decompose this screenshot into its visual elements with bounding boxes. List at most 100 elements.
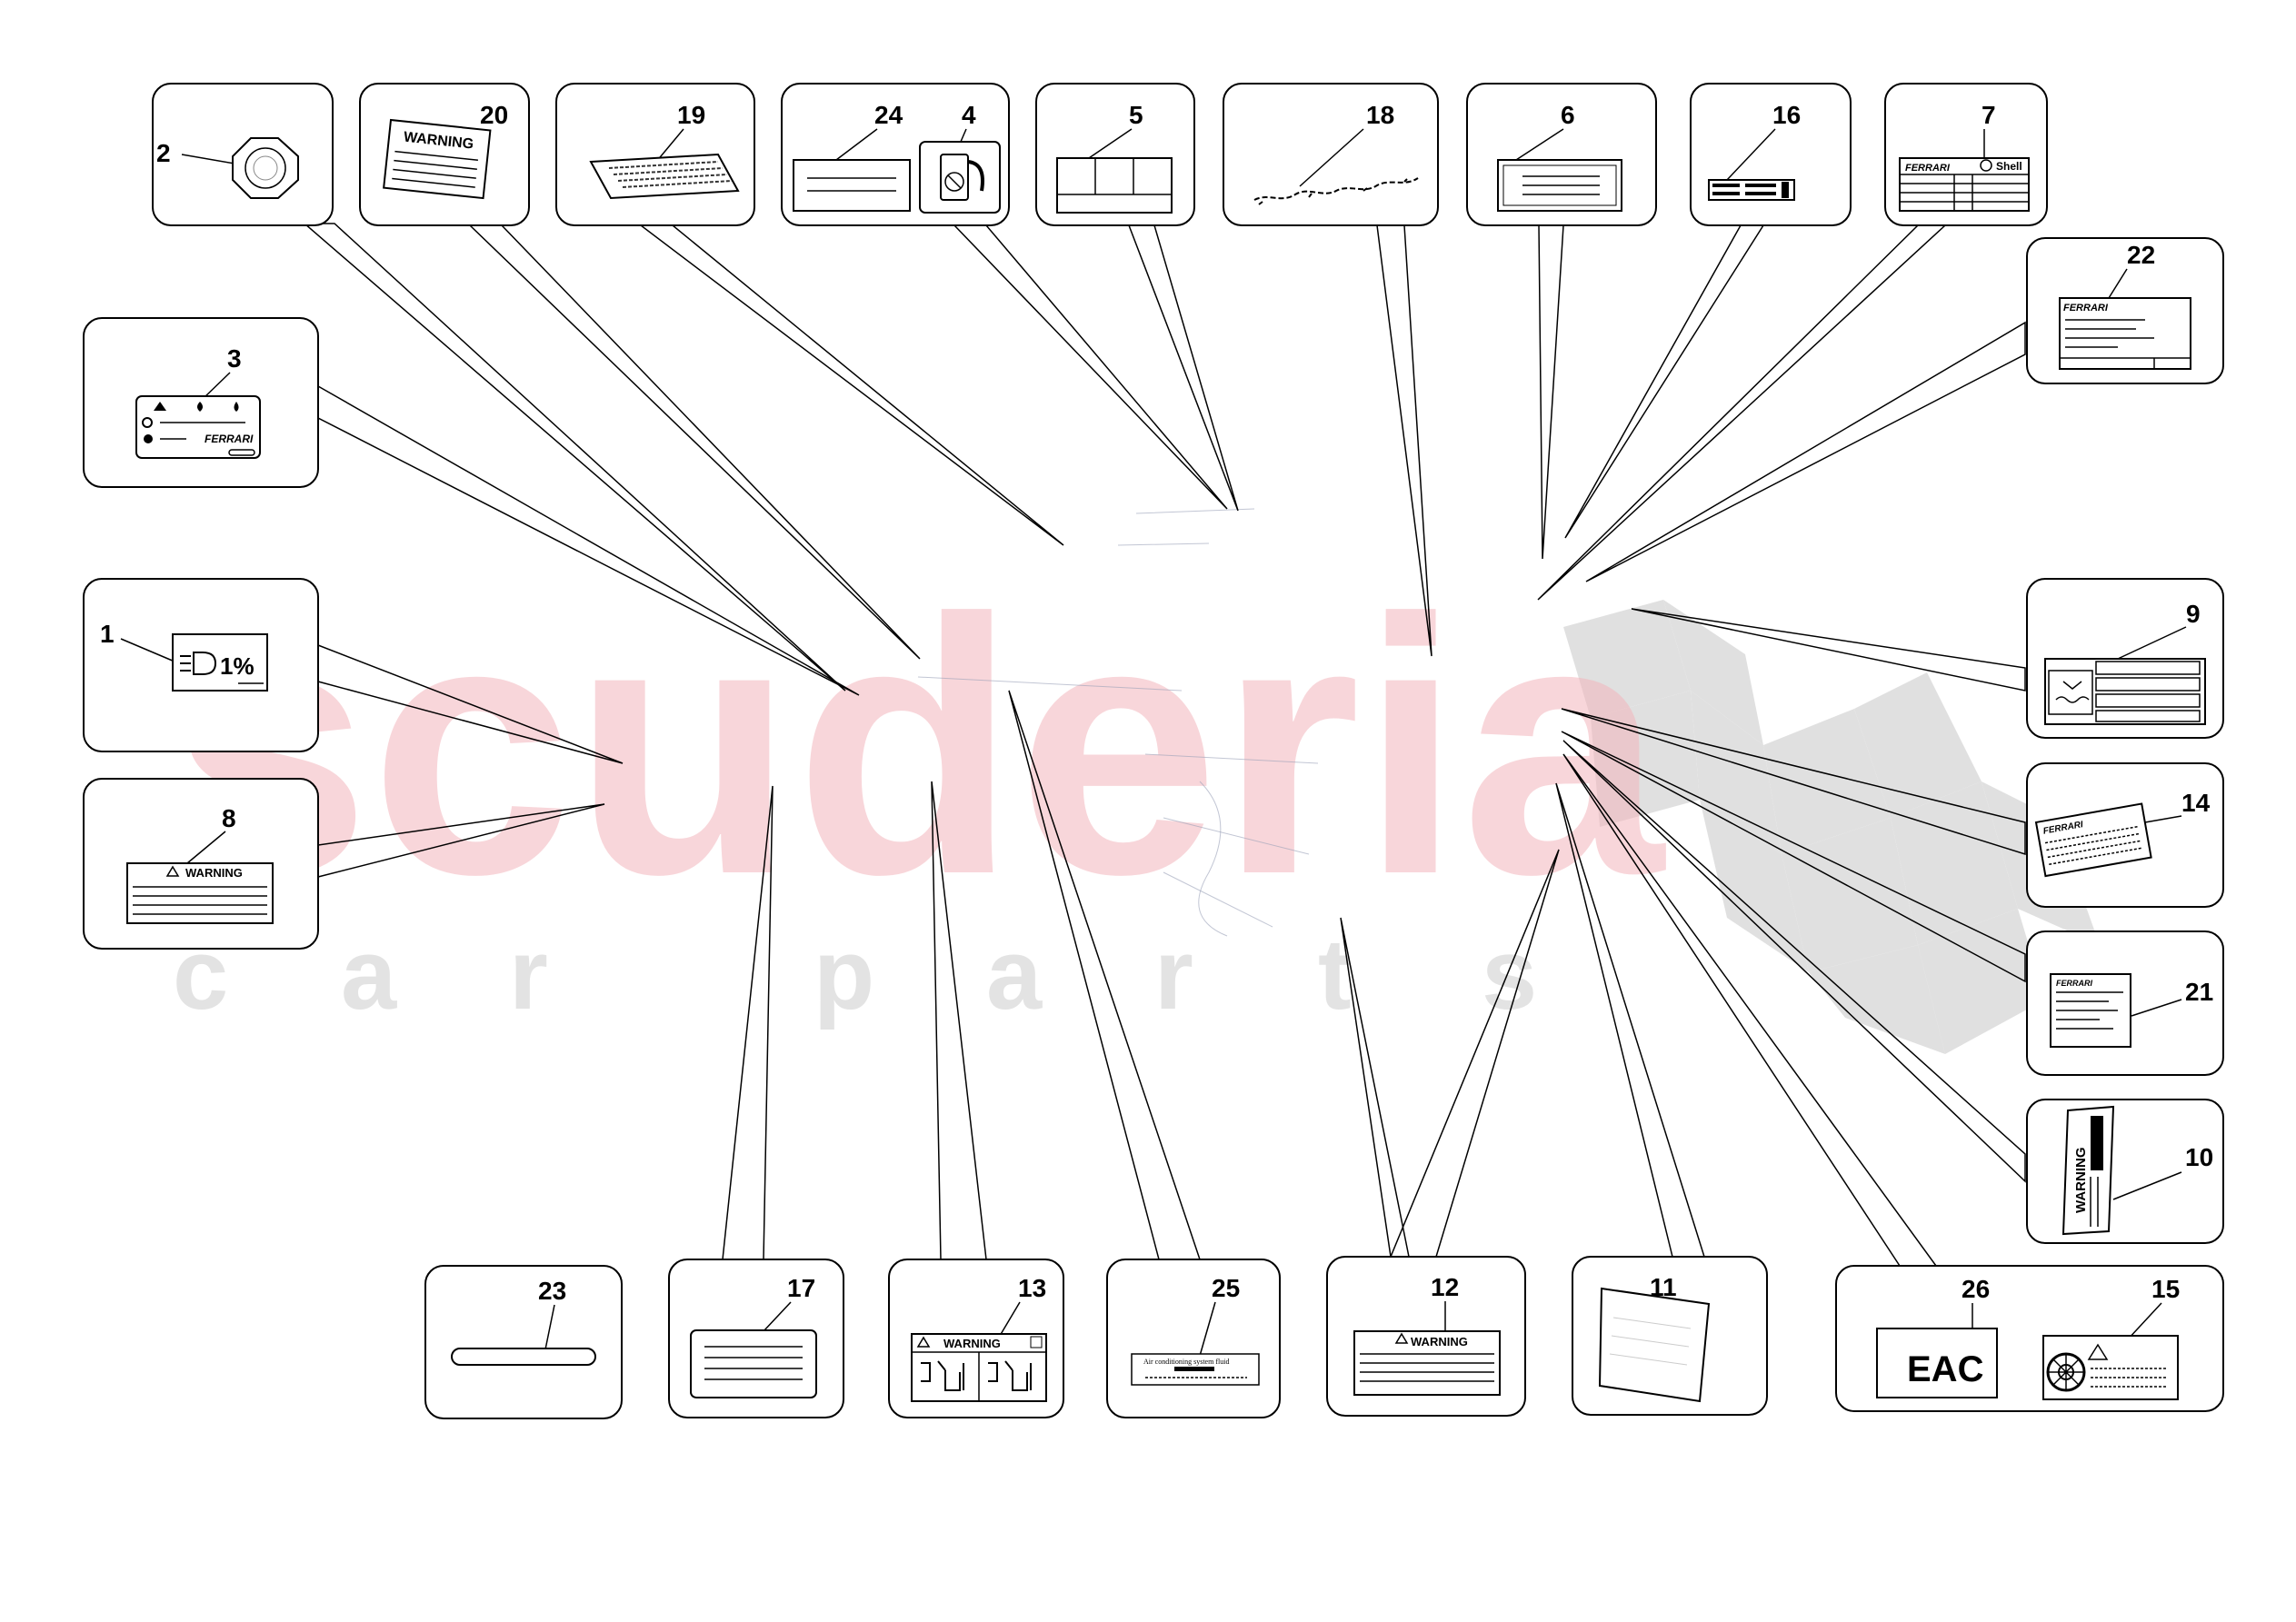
callout-number: 13: [1018, 1274, 1046, 1302]
callout-number: 6: [1561, 101, 1575, 129]
callout-number: 5: [1129, 101, 1143, 129]
callout-number: 4: [962, 101, 976, 129]
watermark-letter: p: [814, 919, 874, 1030]
warning-text: WARNING: [2073, 1148, 2089, 1214]
callout-24-4[interactable]: 24 4: [781, 83, 1010, 226]
callout-number: 16: [1772, 101, 1801, 129]
callout-number: 10: [2185, 1143, 2213, 1171]
panel-label-icon: [1056, 157, 1173, 214]
callout-number: 12: [1431, 1273, 1459, 1301]
callout-6[interactable]: 6: [1466, 83, 1657, 226]
ac-fluid-text: Air conditioning system fluid: [1143, 1358, 1229, 1366]
watermark-letter: a: [986, 919, 1043, 1030]
callout-22[interactable]: 22 FERRARI: [2026, 237, 2224, 384]
warning-text: WARNING: [943, 1337, 1001, 1350]
ferrari-card-icon: FERRARI: [2034, 802, 2152, 878]
ferrari-tools-label-icon: FERRARI: [135, 395, 261, 459]
callout-14[interactable]: 14 FERRARI: [2026, 762, 2224, 908]
barcode-strip-icon: [1708, 179, 1795, 201]
callout-5[interactable]: 5: [1035, 83, 1195, 226]
ferrari-logo-text: FERRARI: [205, 433, 254, 445]
fuel-info-sheet-icon: [589, 153, 740, 200]
callout-20[interactable]: 20 WARNING: [359, 83, 530, 226]
fuel-pump-icon: [919, 141, 1001, 214]
watermark-letter: t: [1318, 919, 1352, 1030]
callout-18[interactable]: 18: [1223, 83, 1439, 226]
callout-number: 15: [2151, 1275, 2180, 1303]
callout-number: 18: [1366, 101, 1394, 129]
leader-16: [1564, 224, 1765, 539]
callout-17[interactable]: 17: [668, 1259, 844, 1418]
leader-5: [1127, 224, 1239, 512]
callout-10[interactable]: 10 WARNING: [2026, 1099, 2224, 1244]
callout-number: 22: [2127, 241, 2155, 269]
text-label-icon: [1497, 159, 1622, 212]
leader-6: [1538, 224, 1564, 560]
callout-2[interactable]: 2: [152, 83, 334, 226]
callout-16[interactable]: 16: [1690, 83, 1852, 226]
vehicle-outline-ghost: [917, 508, 1319, 937]
leader-12b: [1340, 917, 1410, 1258]
cap-label-octagon-icon: [232, 137, 299, 199]
callout-number: 9: [2186, 600, 2201, 628]
callout-number: 20: [480, 101, 508, 129]
callout-3[interactable]: 3 FERRARI: [83, 317, 319, 488]
callout-26-15[interactable]: 26 15 EAC: [1835, 1265, 2224, 1412]
watermark-carparts: c a r p a r t s: [173, 919, 1537, 1030]
ferrari-logo-text: FERRARI: [1905, 163, 1951, 174]
watermark-letter: a: [341, 919, 397, 1030]
strip-label-icon: [451, 1348, 596, 1366]
callout-13[interactable]: 13 WARNING: [888, 1259, 1064, 1418]
warning-text: WARNING: [185, 866, 243, 880]
callout-number: 23: [538, 1277, 566, 1305]
coolant-label-icon: [2044, 658, 2206, 725]
warning-label-icon: WARNING: [126, 862, 274, 924]
leader-7: [1537, 224, 1947, 601]
callout-number: 21: [2185, 978, 2213, 1006]
watermark-letter: r: [509, 919, 548, 1030]
watermark-scuderia: scuderia: [168, 543, 1666, 950]
ferrari-logo-text: FERRARI: [2063, 303, 2109, 313]
eac-text: EAC: [1907, 1349, 1983, 1389]
callout-23[interactable]: 23: [424, 1265, 623, 1419]
callout-number: 25: [1212, 1274, 1240, 1302]
callout-number: 1: [100, 620, 115, 648]
shell-logo-text: Shell: [1996, 160, 2022, 173]
callout-7[interactable]: 7 FERRARI Shell: [1884, 83, 2048, 226]
callout-number: 24: [874, 101, 903, 129]
callout-19[interactable]: 19: [555, 83, 755, 226]
leader-24: [953, 224, 1228, 510]
callout-number: 3: [227, 344, 242, 373]
leader-10: [1562, 740, 2026, 1183]
callout-9[interactable]: 9: [2026, 578, 2224, 739]
info-label-icon: [793, 159, 911, 212]
callout-11[interactable]: 11: [1572, 1256, 1768, 1416]
ferrari-notice-icon: FERRARI: [2050, 973, 2131, 1048]
ferrari-logo-text: FERRARI: [2056, 979, 2092, 988]
leader-22: [1585, 321, 2026, 582]
jack-warning-label-icon: WARNING: [911, 1333, 1047, 1402]
warning-label-icon: WARNING: [1353, 1330, 1501, 1396]
callout-number: 7: [1982, 101, 1996, 129]
watermark-letter: r: [1154, 919, 1193, 1030]
callout-number: 19: [677, 101, 705, 129]
callout-12[interactable]: 12 WARNING: [1326, 1256, 1526, 1417]
headlamp-aim-label-icon: 1%: [172, 633, 268, 692]
callout-21[interactable]: 21 FERRARI: [2026, 930, 2224, 1076]
ferrari-shell-label-icon: FERRARI Shell: [1899, 157, 2030, 212]
leader-14: [1561, 708, 2026, 856]
ferrari-data-label-icon: FERRARI: [2059, 297, 2191, 370]
callout-8[interactable]: 8 WARNING: [83, 778, 319, 950]
arabic-script-sticker-icon: [1253, 177, 1419, 205]
callout-number: 26: [1962, 1275, 1990, 1303]
warning-sticker-icon: WARNING: [383, 118, 492, 200]
warning-text: WARNING: [1411, 1335, 1468, 1348]
callout-1[interactable]: 1 1%: [83, 578, 319, 752]
callout-25[interactable]: 25 Air conditioning system fluid: [1106, 1259, 1281, 1418]
eac-mark-icon: EAC: [1876, 1328, 1998, 1398]
tyre-pressure-label-icon: [2042, 1335, 2179, 1400]
callout-number: 8: [222, 804, 236, 832]
lined-label-icon: [690, 1329, 817, 1398]
plain-sheet-icon: [1598, 1287, 1711, 1403]
